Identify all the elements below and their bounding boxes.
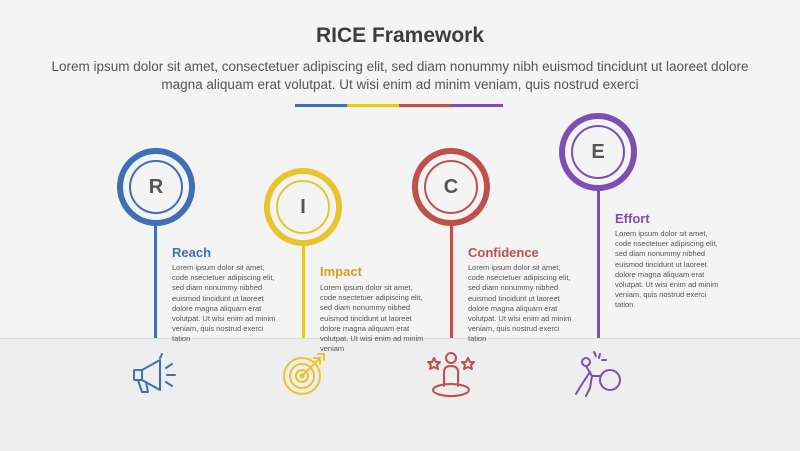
impact-text: Lorem ipsum dolor sit amet, code nsectet… (320, 283, 424, 354)
effort-letter: E (571, 125, 625, 179)
impact-circle: I (264, 168, 342, 246)
page-subtitle: Lorem ipsum dolor sit amet, consectetuer… (51, 59, 749, 92)
reach-circle: R (117, 148, 195, 226)
divider-yellow (347, 104, 399, 107)
divider-red (399, 104, 451, 107)
reach-text: Lorem ipsum dolor sit amet, code nsectet… (172, 263, 276, 344)
effort-stem (597, 190, 600, 338)
impact-title: Impact (320, 264, 362, 279)
divider-blue (295, 104, 347, 107)
effort-circle: E (559, 113, 637, 191)
page-title: RICE Framework (315, 24, 485, 47)
confidence-title: Confidence (468, 245, 539, 260)
effort-text: Lorem ipsum dolor sit amet, code nsectet… (615, 229, 719, 310)
floor-band (0, 338, 800, 451)
confidence-text: Lorem ipsum dolor sit amet, code nsectet… (468, 263, 572, 344)
reach-letter: R (129, 160, 183, 214)
target-icon (283, 353, 325, 395)
confidence-letter: C (424, 160, 478, 214)
effort-title: Effort (615, 211, 650, 226)
impact-stem (302, 245, 305, 338)
reach-title: Reach (172, 245, 212, 260)
person-stars-icon (427, 352, 475, 397)
confidence-circle: C (412, 148, 490, 226)
divider-purple (451, 104, 503, 107)
reach-stem (154, 225, 157, 338)
pushing-boulder-icon (575, 351, 621, 397)
confidence-stem (450, 225, 453, 338)
impact-letter: I (276, 180, 330, 234)
megaphone-icon (133, 353, 176, 393)
